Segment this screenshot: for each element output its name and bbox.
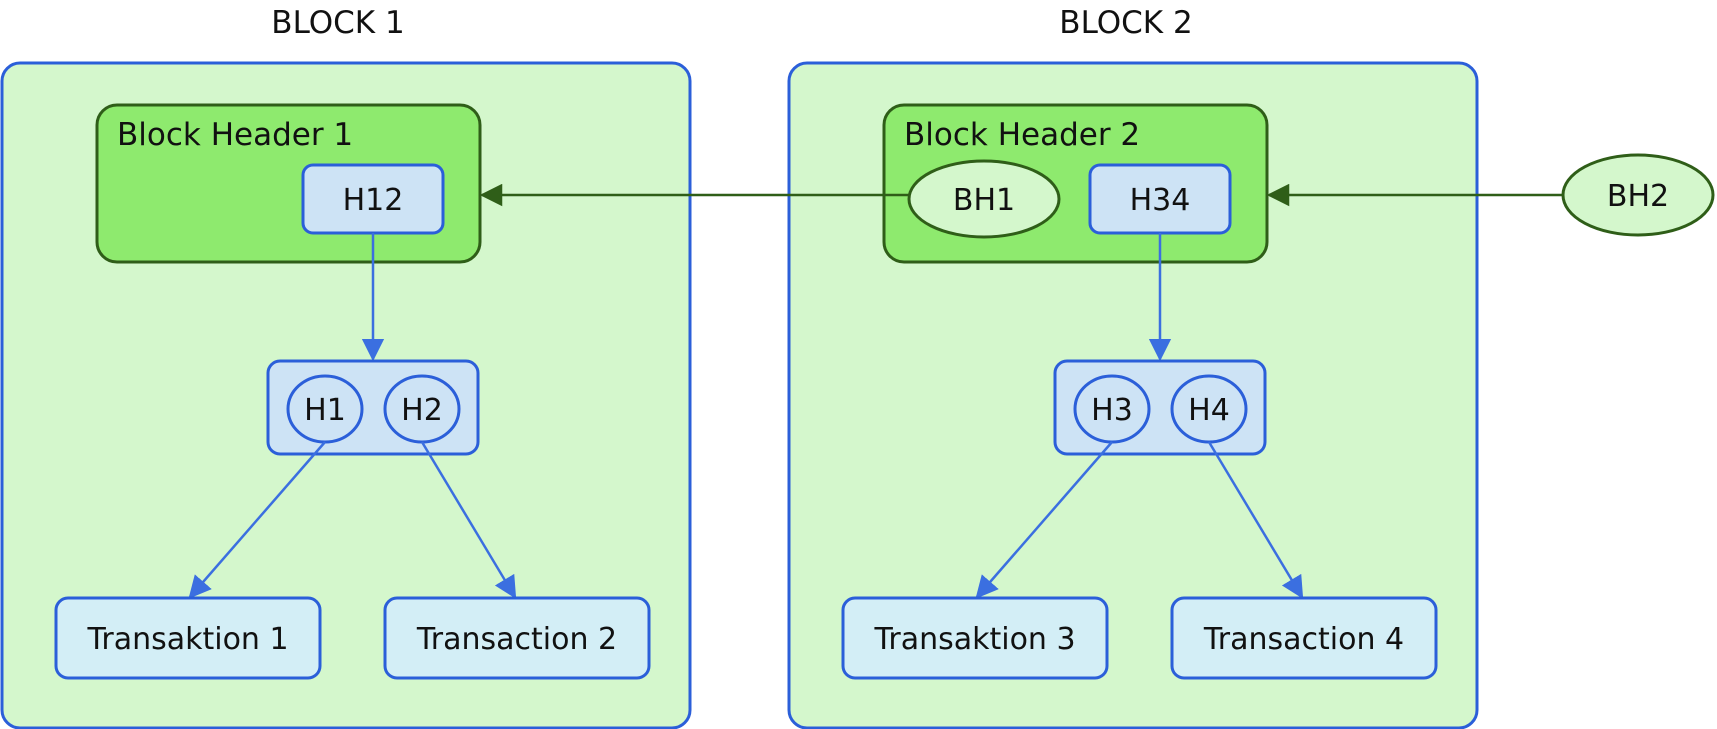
hash-node-h34-label: H34: [1130, 183, 1191, 218]
hash-h2-label: H2: [401, 393, 443, 428]
block-header-2-title: Block Header 2: [904, 117, 1140, 153]
transaction-1-label: Transaktion 1: [86, 622, 288, 657]
hash-h3-label: H3: [1091, 393, 1133, 428]
transaction-3: [841, 596, 1109, 680]
arrow-h3-to-tx3: [975, 441, 1113, 599]
prev-hash-bh1-label: BH1: [953, 183, 1015, 218]
arrow-h1-to-tx1: [188, 441, 326, 599]
block-1-title: BLOCK 1: [271, 5, 404, 41]
block-2-title: BLOCK 2: [1059, 5, 1192, 41]
hash-node-h12-label: H12: [343, 183, 404, 218]
block-hash-bh2-label: BH2: [1607, 179, 1669, 214]
arrow-h4-to-tx4: [1207, 441, 1304, 599]
prev-hash-bh1: [907, 159, 1061, 239]
arrow-h2-to-tx2: [420, 441, 517, 599]
transaction-1: [54, 596, 322, 680]
transaction-2: [383, 596, 651, 680]
transaction-4: [1170, 596, 1438, 680]
transaction-2-label: Transaction 2: [416, 622, 617, 657]
hash-h4-label: H4: [1188, 393, 1230, 428]
hash-h1-label: H1: [304, 393, 346, 428]
transaction-4-label: Transaction 4: [1203, 622, 1404, 657]
block-header-1-title: Block Header 1: [117, 117, 353, 153]
transaction-3-label: Transaktion 3: [873, 622, 1075, 657]
